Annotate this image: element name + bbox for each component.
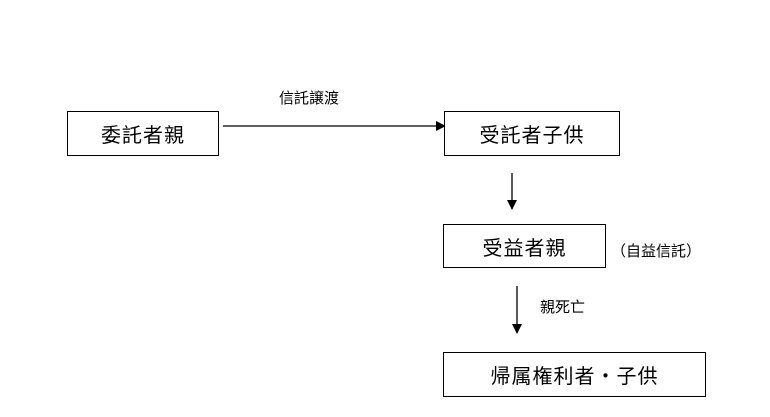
residual-holder-label: 帰属権利者・子供 — [490, 364, 659, 388]
beneficiary-label: 受益者親 — [482, 235, 567, 260]
transfer-edge-label: 信託譲渡 — [279, 89, 340, 107]
trustee-label: 受託者子供 — [479, 123, 585, 147]
trustee-box: 受託者子供 — [444, 111, 620, 156]
death-edge-label: 親死亡 — [540, 298, 586, 316]
self-trust-note: （自益信託） — [611, 242, 702, 260]
beneficiary-box: 受益者親 — [443, 224, 606, 268]
residual-holder-box: 帰属権利者・子供 — [443, 352, 706, 397]
settlor-label: 委託者親 — [101, 123, 185, 147]
settlor-box: 委託者親 — [67, 111, 219, 156]
